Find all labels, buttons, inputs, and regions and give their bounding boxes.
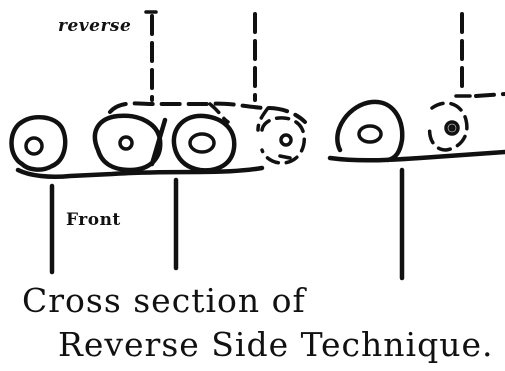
front-thread-left <box>15 165 265 179</box>
front-label: Front <box>66 210 121 230</box>
caption-subtitle: Reverse Side Technique. <box>58 325 494 364</box>
loop-6 <box>427 101 469 152</box>
front-thread-right <box>327 149 505 163</box>
loop-3 <box>171 113 237 173</box>
reverse-thread-arch <box>108 101 307 132</box>
caption-title: Cross section of <box>22 281 306 320</box>
loop-5 <box>335 99 405 163</box>
reverse-thread-right <box>454 12 505 98</box>
reverse-thread-left <box>144 10 158 102</box>
stitch-slant <box>149 117 168 167</box>
loop-4 <box>260 116 306 165</box>
front-thread-verticals <box>49 177 179 275</box>
reverse-label: reverse <box>58 16 132 36</box>
loop-1 <box>9 114 68 172</box>
